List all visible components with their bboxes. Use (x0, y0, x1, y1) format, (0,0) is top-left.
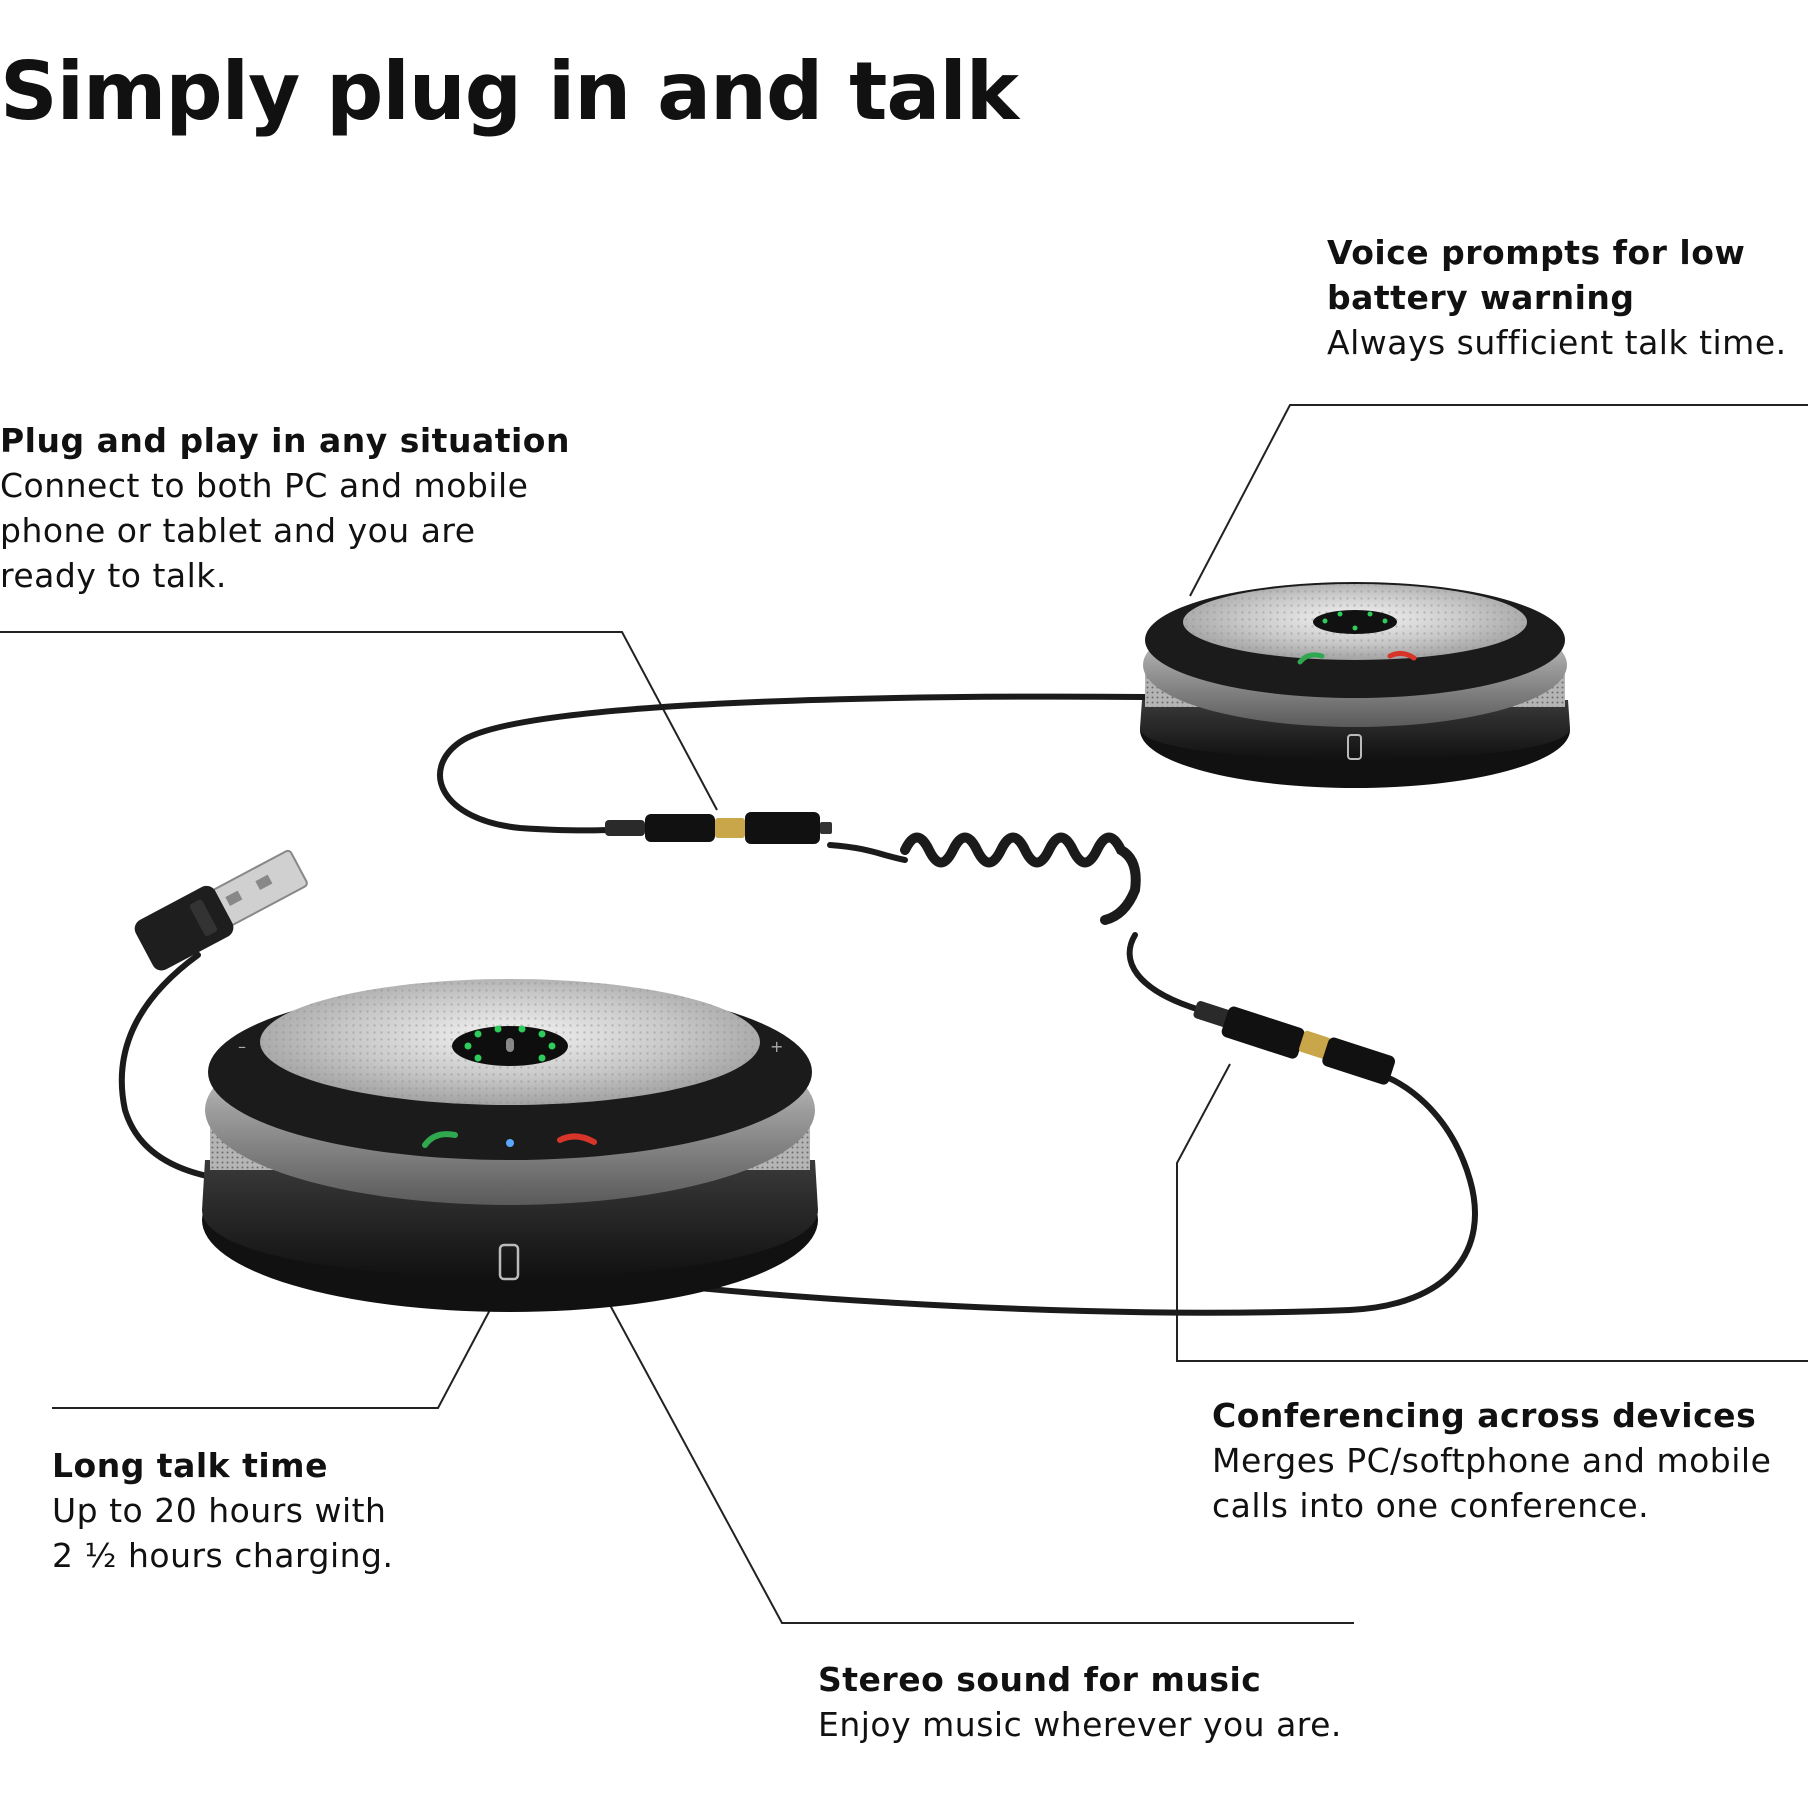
feature-description: phone or tablet and you are (0, 511, 476, 550)
feature-long-talk-time: Long talk time Up to 20 hours with 2 ½ h… (52, 1443, 393, 1578)
phone-icon (1347, 734, 1362, 760)
feature-description: Always sufficient talk time. (1327, 323, 1787, 362)
led-ring-upper (1322, 611, 1388, 631)
audio-jack-lower (1193, 1001, 1396, 1085)
callout-line-plug-and-play (0, 631, 718, 811)
feature-description: Merges PC/softphone and mobile (1212, 1441, 1772, 1480)
led-ring-lower (464, 1025, 556, 1062)
feature-heading: Voice prompts for low (1327, 233, 1746, 272)
page-title: Simply plug in and talk (0, 45, 1019, 138)
feature-description: Up to 20 hours with (52, 1491, 387, 1530)
volume-down-label: – (238, 1037, 246, 1056)
callout-lines (0, 404, 1808, 1624)
callout-line-conferencing (1176, 1063, 1808, 1362)
feature-heading: Stereo sound for music (818, 1660, 1262, 1699)
usb-plug (134, 849, 308, 971)
feature-description: ready to talk. (0, 556, 227, 595)
feature-conferencing: Conferencing across devices Merges PC/so… (1212, 1393, 1771, 1528)
callout-line-stereo-sound (609, 1304, 1354, 1624)
cable-usb (118, 952, 233, 1183)
accept-call-icon (422, 1131, 458, 1148)
phone-icon (498, 1243, 520, 1281)
cable-upper-speaker (437, 693, 1153, 834)
feature-voice-prompts: Voice prompts for low battery warning Al… (1327, 230, 1787, 365)
end-call-icon (557, 1133, 597, 1145)
volume-up-label: + (770, 1037, 783, 1056)
cables (118, 693, 1478, 1316)
feature-heading: battery warning (1327, 278, 1635, 317)
cable-lower-speaker (617, 1072, 1478, 1316)
feature-description: Enjoy music wherever you are. (818, 1705, 1342, 1744)
end-call-icon (1387, 650, 1417, 661)
coiled-cable (900, 832, 1141, 925)
feature-stereo-sound: Stereo sound for music Enjoy music where… (818, 1657, 1342, 1747)
callout-line-long-talk-time (52, 1305, 493, 1409)
speaker-upper (1140, 582, 1570, 788)
feature-plug-and-play: Plug and play in any situation Connect t… (0, 418, 570, 598)
cable-coil-exit (1126, 932, 1203, 1013)
accept-call-icon (1297, 652, 1325, 665)
cable-jack-link (827, 842, 908, 863)
feature-heading: Long talk time (52, 1446, 328, 1485)
speaker-lower: – + (202, 979, 818, 1312)
feature-description: Connect to both PC and mobile (0, 466, 529, 505)
callout-line-voice-prompts (1189, 404, 1808, 597)
status-led (506, 1139, 514, 1147)
feature-description: calls into one conference. (1212, 1486, 1650, 1525)
feature-heading: Plug and play in any situation (0, 421, 570, 460)
mic-mute-icon (506, 1038, 514, 1052)
feature-heading: Conferencing across devices (1212, 1396, 1757, 1435)
feature-description: 2 ½ hours charging. (52, 1536, 394, 1575)
audio-jack-upper (605, 812, 832, 844)
